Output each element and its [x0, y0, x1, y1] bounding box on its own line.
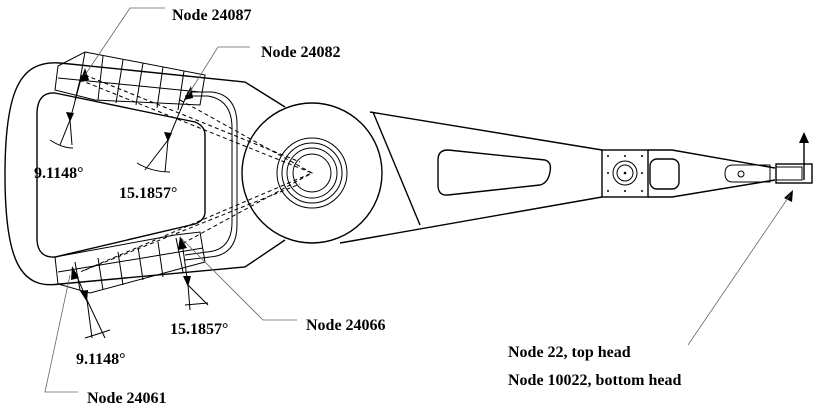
label-node-24087: Node 24087 [172, 7, 252, 24]
angle-label-top-outer: 9.1148° [34, 165, 84, 182]
arrow-up-icon [799, 132, 809, 143]
label-node-22: Node 22, top head [508, 344, 631, 361]
arm-cutout [437, 149, 552, 196]
label-node-24066: Node 24066 [306, 317, 386, 334]
angle-label-bottom-inner: 15.1857° [170, 321, 228, 338]
mount-plate [601, 149, 649, 198]
leader-lines [44, 7, 791, 393]
pivot-bearing [241, 102, 383, 244]
angle-label-top-inner: 15.1857° [119, 185, 177, 202]
angle-markers [49, 68, 793, 339]
angle-label-bottom-outer: 9.1148° [76, 351, 126, 368]
arm-outline [4, 51, 813, 294]
label-node-10022: Node 10022, bottom head [508, 372, 681, 389]
label-node-24061: Node 24061 [87, 390, 167, 407]
label-node-24082: Node 24082 [261, 44, 341, 61]
